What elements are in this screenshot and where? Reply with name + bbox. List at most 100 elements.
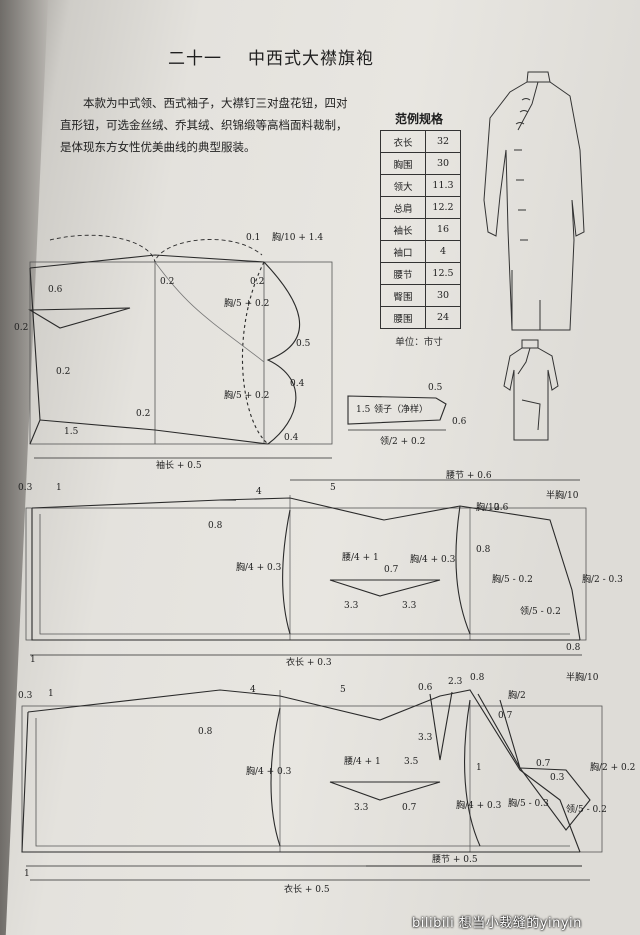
front-label-bottom: 衣长 + 0.5 <box>284 883 330 895</box>
front-label-v33b: 3.3 <box>354 803 369 813</box>
back-outline-top <box>31 497 581 641</box>
back-label-v33b: 3.3 <box>402 601 417 611</box>
front-frame <box>21 705 603 853</box>
spec-value: 32 <box>425 130 461 153</box>
collar-label-top: 0.5 <box>428 383 443 393</box>
front-label-right: 胸/2 + 0.2 <box>590 761 635 773</box>
front-label-a03: 0.3 <box>18 691 33 701</box>
back-label-a03: 0.3 <box>18 483 33 493</box>
back-label-chest4: 胸/4 + 0.3 <box>236 561 282 573</box>
description-text: 本款为中式领、西式袖子，大襟钉三对盘花钮，四对直形钮，可选金丝绒、乔其绒、织锦缎… <box>60 96 348 154</box>
front-label-v03: 0.3 <box>550 773 565 783</box>
sleeve-top-line <box>29 254 265 269</box>
sleeve-label-top-a: 0.1 <box>246 233 260 243</box>
back-label-v08c: 0.8 <box>566 643 581 653</box>
front-label-v35: 3.5 <box>404 757 419 767</box>
spec-unit: 单位：市寸 <box>395 337 443 348</box>
sleeve-label-v04a: 0.4 <box>290 379 305 389</box>
watermark: bilibili 想当小裁缝的yinyin <box>412 916 582 931</box>
back-label-v26: 2.6 <box>494 503 509 513</box>
front-label-v23: 2.3 <box>448 677 463 687</box>
front-label-v07c: 0.7 <box>536 759 551 769</box>
front-waist-dart <box>329 781 441 801</box>
sleeve-label-chest2: 胸/5 + 0.2 <box>224 389 269 401</box>
front-label-chest2: 胸/2 <box>508 689 526 701</box>
front-bust-dart <box>429 691 453 761</box>
back-label-waist4: 腰/4 + 1 <box>342 552 379 563</box>
sleeve-label-v04b: 0.4 <box>284 433 299 443</box>
front-label-v07: 0.7 <box>498 711 513 721</box>
spec-value: 24 <box>425 306 461 329</box>
back-label-v07: 0.7 <box>384 565 399 575</box>
sleeve-label-cuff-a: 0.6 <box>48 285 63 295</box>
front-label-a4: 4 <box>250 685 256 695</box>
collar-piece: 1.5 领子（净样） 0.5 0.6 领/2 + 0.2 <box>347 383 467 447</box>
back-label-chest4b: 胸/4 + 0.3 <box>410 553 456 565</box>
back-label-bottom: 衣长 + 0.3 <box>286 656 332 668</box>
section-number: 二十一 <box>168 49 222 69</box>
front-label-waist-bottom: 腰节 + 0.5 <box>432 854 478 865</box>
back-piece-draft: 0.3 1 0.8 4 5 腰节 + 0.6 半胸/10 胸/10 2.6 胸/… <box>18 470 623 668</box>
front-label-waist4: 腰/4 + 1 <box>344 756 381 767</box>
front-outline-top <box>27 689 581 853</box>
back-label-waist-top: 腰节 + 0.6 <box>446 470 492 481</box>
front-label-chest5: 胸/5 - 0.3 <box>508 797 549 809</box>
sleeve-label-v15: 1.5 <box>64 427 79 437</box>
front-label-v08: 0.8 <box>470 673 485 683</box>
front-label-v06: 0.6 <box>418 683 433 693</box>
front-label-v07b: 0.7 <box>402 803 417 813</box>
section-title: 中西式大襟旗袍 <box>248 49 374 69</box>
sleeve-label-chest1: 胸/5 + 0.2 <box>224 297 269 309</box>
front-label-chest-half: 半胸/10 <box>566 671 599 683</box>
spec-table-caption: 范例规格 <box>394 112 443 126</box>
sleeve-label-b2: 0.2 <box>250 277 264 287</box>
front-label-a1: 1 <box>48 689 54 699</box>
front-label-chest4: 胸/4 + 0.3 <box>246 765 292 777</box>
back-label-a5: 5 <box>330 483 336 493</box>
dress-illustration <box>483 71 585 441</box>
back-label-right: 胸/2 - 0.3 <box>582 573 623 585</box>
sleeve-label-bottom: 袖长 + 0.5 <box>156 459 202 471</box>
sleeve-label-b1: 0.2 <box>160 277 174 287</box>
sleeve-label-v05: 0.5 <box>296 339 311 349</box>
back-label-a08: 0.8 <box>208 521 223 531</box>
back-label-b1: 1 <box>30 655 36 665</box>
back-label-a4: 4 <box>256 487 262 497</box>
back-label-collar5: 领/5 - 0.2 <box>520 605 561 617</box>
sleeve-label-top-formula: 胸/10 + 1.4 <box>272 231 323 243</box>
front-label-a5: 5 <box>340 685 346 695</box>
sleeve-label-cuff-b: 0.2 <box>14 323 28 333</box>
back-label-chest10: 胸/10 <box>476 501 500 513</box>
collar-label-right: 0.6 <box>452 417 467 427</box>
front-label-chest4b: 胸/4 + 0.3 <box>456 799 502 811</box>
front-label-b1: 1 <box>24 869 30 879</box>
back-label-chest-half: 半胸/10 <box>546 489 579 501</box>
sleeve-label-c2: 0.2 <box>136 409 150 419</box>
front-label-v33: 3.3 <box>418 733 433 743</box>
back-label-chest5: 胸/5 - 0.2 <box>492 573 533 585</box>
elbow-dart <box>28 307 131 329</box>
sleeve-frame <box>29 261 333 445</box>
front-label-v1: 1 <box>476 763 482 773</box>
sleeve-label-c1: 0.2 <box>56 367 70 377</box>
collar-label-bottom: 领/2 + 0.2 <box>380 435 425 447</box>
back-waist-dart <box>329 579 441 597</box>
front-label-a08: 0.8 <box>198 727 213 737</box>
front-piece-draft: 0.3 1 0.8 4 5 0.6 2.3 0.8 胸/2 半胸/10 3.3 … <box>18 671 635 895</box>
back-label-v33a: 3.3 <box>344 601 359 611</box>
front-label-collar5: 领/5 - 0.2 <box>566 803 607 815</box>
back-label-v08b: 0.8 <box>476 545 491 555</box>
collar-label-left: 1.5 <box>356 405 371 415</box>
page-title: 二十一 中西式大襟旗袍 <box>168 44 374 69</box>
sleeve-cap-curve <box>263 261 301 445</box>
back-label-a1: 1 <box>56 483 62 493</box>
